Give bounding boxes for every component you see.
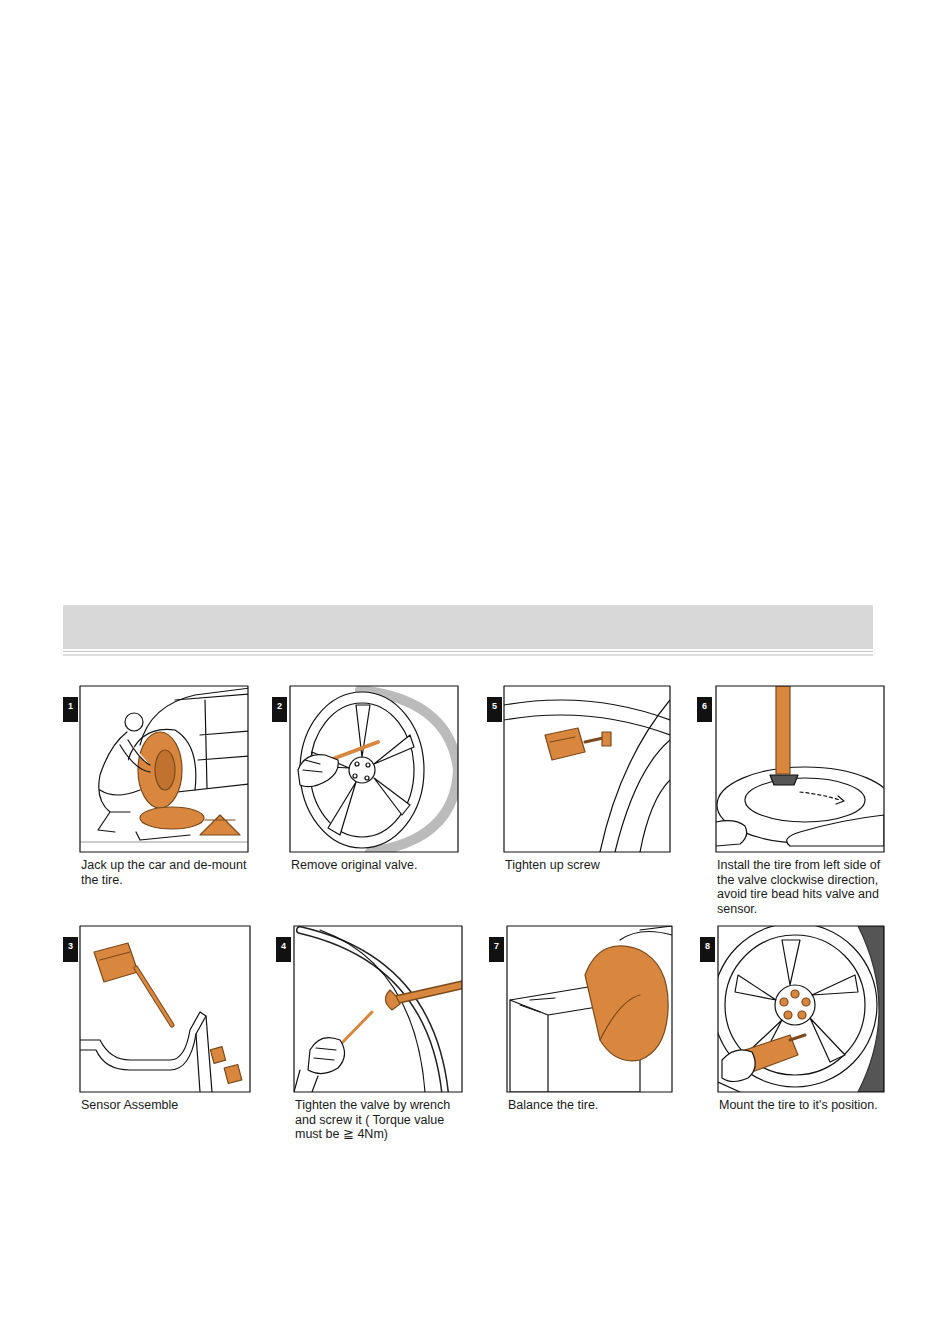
step-number: 4 — [276, 937, 291, 952]
panel-frame — [716, 686, 884, 852]
step-badge: 3 — [63, 937, 78, 962]
assembly-scene — [80, 943, 242, 1092]
step-badge: 5 — [487, 697, 502, 722]
panel-frame — [80, 926, 250, 1092]
refit-scene — [718, 926, 884, 1092]
step-panel: 4Tighten the valve by wrench and screw i… — [276, 926, 462, 1144]
step-badge: 6 — [697, 697, 712, 722]
step-panel: 6Install the tire from left side of the … — [697, 686, 884, 918]
mounting-scene — [716, 686, 884, 846]
wrench-scene — [294, 930, 462, 1092]
rule-line — [63, 651, 873, 652]
rule-line — [63, 654, 873, 656]
step-caption: Balance the tire. — [508, 1098, 680, 1113]
step-caption: Mount the tire to it's position. — [719, 1098, 891, 1113]
jack-scene — [80, 688, 248, 842]
step-panel: 1Jack up the car and de-mount the tire. — [63, 686, 248, 889]
step-panel: 8Mount the tire to it's position. — [700, 926, 884, 1115]
header-band — [63, 605, 873, 649]
step-panel: 5Tighten up screw — [487, 686, 670, 875]
step-number: 6 — [697, 697, 712, 712]
step-caption: Tighten the valve by wrench and screw it… — [295, 1098, 467, 1142]
step-number: 2 — [272, 697, 287, 712]
rim-scene — [298, 690, 458, 852]
step-caption: Remove original valve. — [291, 858, 463, 873]
step-caption: Jack up the car and de-mount the tire. — [81, 858, 253, 887]
step-panel: 7Balance the tire. — [489, 926, 672, 1115]
panel-frame — [294, 926, 462, 1092]
panel-frame — [718, 926, 884, 1092]
step-panel: 2Remove original valve. — [272, 686, 458, 875]
step-badge: 2 — [272, 697, 287, 722]
sensor-scene — [504, 700, 670, 852]
panel-frame — [507, 926, 672, 1092]
step-number: 1 — [63, 697, 78, 712]
step-caption: Install the tire from left side of the v… — [717, 858, 889, 916]
step-badge: 8 — [700, 937, 715, 962]
step-badge: 7 — [489, 937, 504, 962]
panel-frame — [290, 686, 458, 852]
step-number: 3 — [63, 937, 78, 952]
step-badge: 1 — [63, 697, 78, 722]
step-badge: 4 — [276, 937, 291, 962]
panel-frame — [80, 686, 248, 852]
panel-frame — [504, 686, 670, 852]
step-panel: 3Sensor Assemble — [63, 926, 250, 1115]
step-number: 7 — [489, 937, 504, 952]
step-caption: Sensor Assemble — [81, 1098, 253, 1113]
balancer-scene — [510, 926, 672, 1092]
step-number: 8 — [700, 937, 715, 952]
step-caption: Tighten up screw — [505, 858, 677, 873]
step-number: 5 — [487, 697, 502, 712]
